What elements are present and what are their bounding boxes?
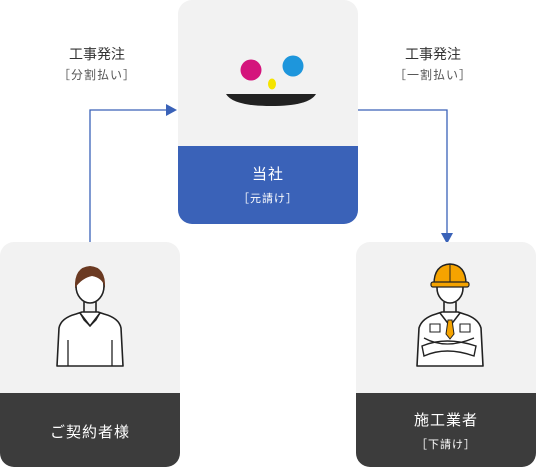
customer-footer: ご契約者様 — [0, 393, 180, 467]
company-card: 当社 ［元請け］ — [178, 0, 358, 224]
customer-person-icon — [56, 266, 124, 367]
left-order-label: 工事発注 ［分割払い］ — [50, 44, 144, 86]
worker-icon — [416, 263, 484, 367]
customer-name: ご契約者様 — [49, 423, 130, 441]
left-order-text: 工事発注 — [69, 47, 125, 63]
company-name: 当社 — [251, 165, 284, 183]
arrowhead-down — [441, 233, 453, 244]
right-order-label: 工事発注 ［一割払い］ — [386, 44, 480, 86]
company-footer: 当社 ［元請け］ — [178, 146, 358, 224]
logo-icon — [226, 55, 316, 106]
contractor-name: 施工業者 — [413, 411, 478, 429]
right-order-text: 工事発注 — [405, 47, 461, 63]
order-arrow-right — [358, 109, 448, 234]
left-payment-note: ［分割払い］ — [57, 68, 136, 83]
arrowhead-right — [166, 104, 177, 116]
order-arrow-left — [89, 109, 168, 242]
contractor-footer: 施工業者 ［下請け］ — [356, 393, 536, 467]
contractor-role: ［下請け］ — [416, 438, 476, 451]
company-role: ［元請け］ — [238, 192, 298, 205]
contractor-card: 施工業者 ［下請け］ — [356, 242, 536, 467]
customer-card: ご契約者様 — [0, 242, 180, 467]
right-payment-note: ［一割払い］ — [393, 68, 472, 83]
